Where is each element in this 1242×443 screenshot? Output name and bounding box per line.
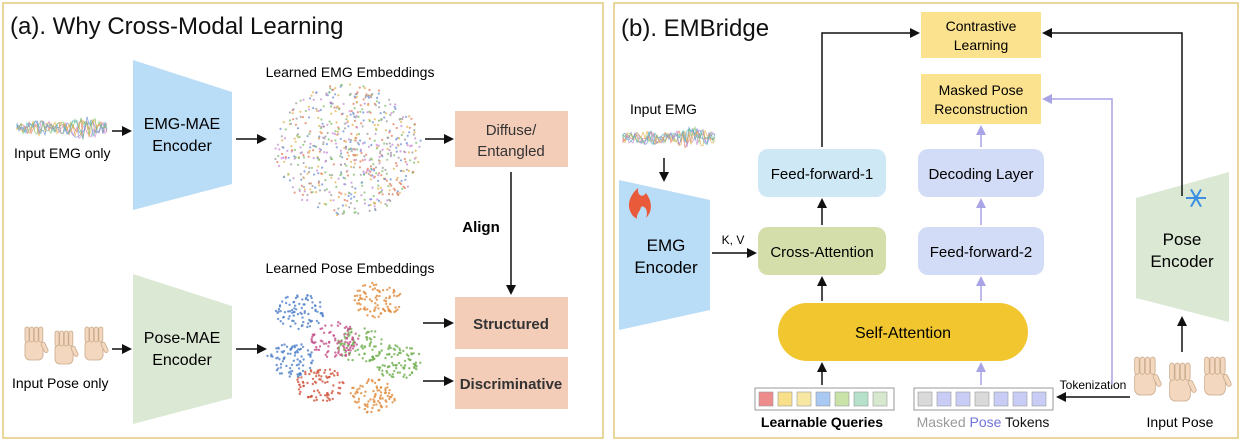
discriminative-label: Discriminative <box>460 376 563 393</box>
hand-pose-icon-b <box>1134 356 1232 402</box>
emg-mae-encoder-label-2: Encoder <box>152 138 212 155</box>
input-emg-only-label: Input EMG only <box>14 145 111 161</box>
contrastive-label-2: Learning <box>954 37 1009 53</box>
embedding-scatter-icon <box>274 83 422 216</box>
emg-encoder-label-1: EMG <box>647 236 686 255</box>
input-emg-label: Input EMG <box>630 101 697 117</box>
masked-pose-tokens-label: Masked Pose Tokens <box>917 414 1050 430</box>
feed-forward-2-box <box>918 227 1044 275</box>
learnable-query-tokens <box>754 387 895 411</box>
arrow-tokens-to-recon <box>1042 94 1113 385</box>
learned-emg-embeddings-label: Learned EMG Embeddings <box>266 64 435 80</box>
masked-recon-label-2: Reconstruction <box>934 101 1027 117</box>
learned-pose-embeddings-label: Learned Pose Embeddings <box>266 260 435 276</box>
pose-mae-encoder-label-1: Pose-MAE <box>144 330 220 347</box>
pose-embedding-scatter <box>266 281 422 414</box>
diffuse-label-2: Entangled <box>477 143 545 160</box>
arrow-ff1-to-contrastive <box>821 28 920 147</box>
panel-b-title: (b). EMBridge <box>621 15 769 42</box>
diffuse-label-1: Diffuse/ <box>486 122 537 139</box>
panel-a-title: (a). Why Cross-Modal Learning <box>10 13 343 40</box>
self-attention-box <box>778 303 1028 361</box>
emg-signal-icon <box>16 116 108 140</box>
kv-label: K, V <box>722 233 745 247</box>
decoding-layer-label: Decoding Layer <box>928 166 1033 183</box>
hand-pose-icon <box>24 326 109 365</box>
contrastive-label-1: Contrastive <box>946 18 1017 34</box>
structured-box <box>455 297 568 349</box>
pose-encoder-label-1: Pose <box>1163 230 1202 249</box>
emg-mae-encoder <box>133 60 232 210</box>
arrow-pose-encoder-to-contrastive <box>1042 28 1183 196</box>
flame-icon <box>628 188 651 219</box>
feed-forward-1-box <box>758 149 886 197</box>
masked-pose-tokens <box>913 387 1054 411</box>
align-label: Align <box>462 219 500 236</box>
masked-pose-reconstruction-box <box>921 74 1041 124</box>
decoding-layer-box <box>918 149 1044 197</box>
contrastive-learning-box <box>921 12 1041 58</box>
pose-mae-encoder <box>133 274 232 424</box>
structured-label: Structured <box>473 316 549 333</box>
pose-encoder <box>1136 172 1229 322</box>
emg-mae-encoder-label-1: EMG-MAE <box>144 116 220 133</box>
input-pose-only-label: Input Pose only <box>12 375 109 391</box>
snowflake-icon <box>1186 188 1206 208</box>
diffuse-entangled-box <box>455 111 568 167</box>
emg-encoder-label-2: Encoder <box>634 258 698 277</box>
feed-forward-1-label: Feed-forward-1 <box>771 166 874 183</box>
tokenization-label: Tokenization <box>1060 378 1127 392</box>
emg-encoder <box>619 180 710 330</box>
self-attention-label: Self-Attention <box>855 325 951 342</box>
cross-attention-box <box>758 227 886 275</box>
cross-attention-label: Cross-Attention <box>770 244 873 261</box>
pose-encoder-label-2: Encoder <box>1150 252 1214 271</box>
masked-recon-label-1: Masked Pose <box>939 82 1024 98</box>
input-pose-label: Input Pose <box>1147 414 1214 430</box>
feed-forward-2-label: Feed-forward-2 <box>930 244 1033 261</box>
pose-mae-encoder-label-2: Encoder <box>152 352 212 369</box>
discriminative-box <box>455 357 568 409</box>
learnable-queries-label: Learnable Queries <box>761 414 883 430</box>
emg-signal-icon-b <box>622 125 716 149</box>
